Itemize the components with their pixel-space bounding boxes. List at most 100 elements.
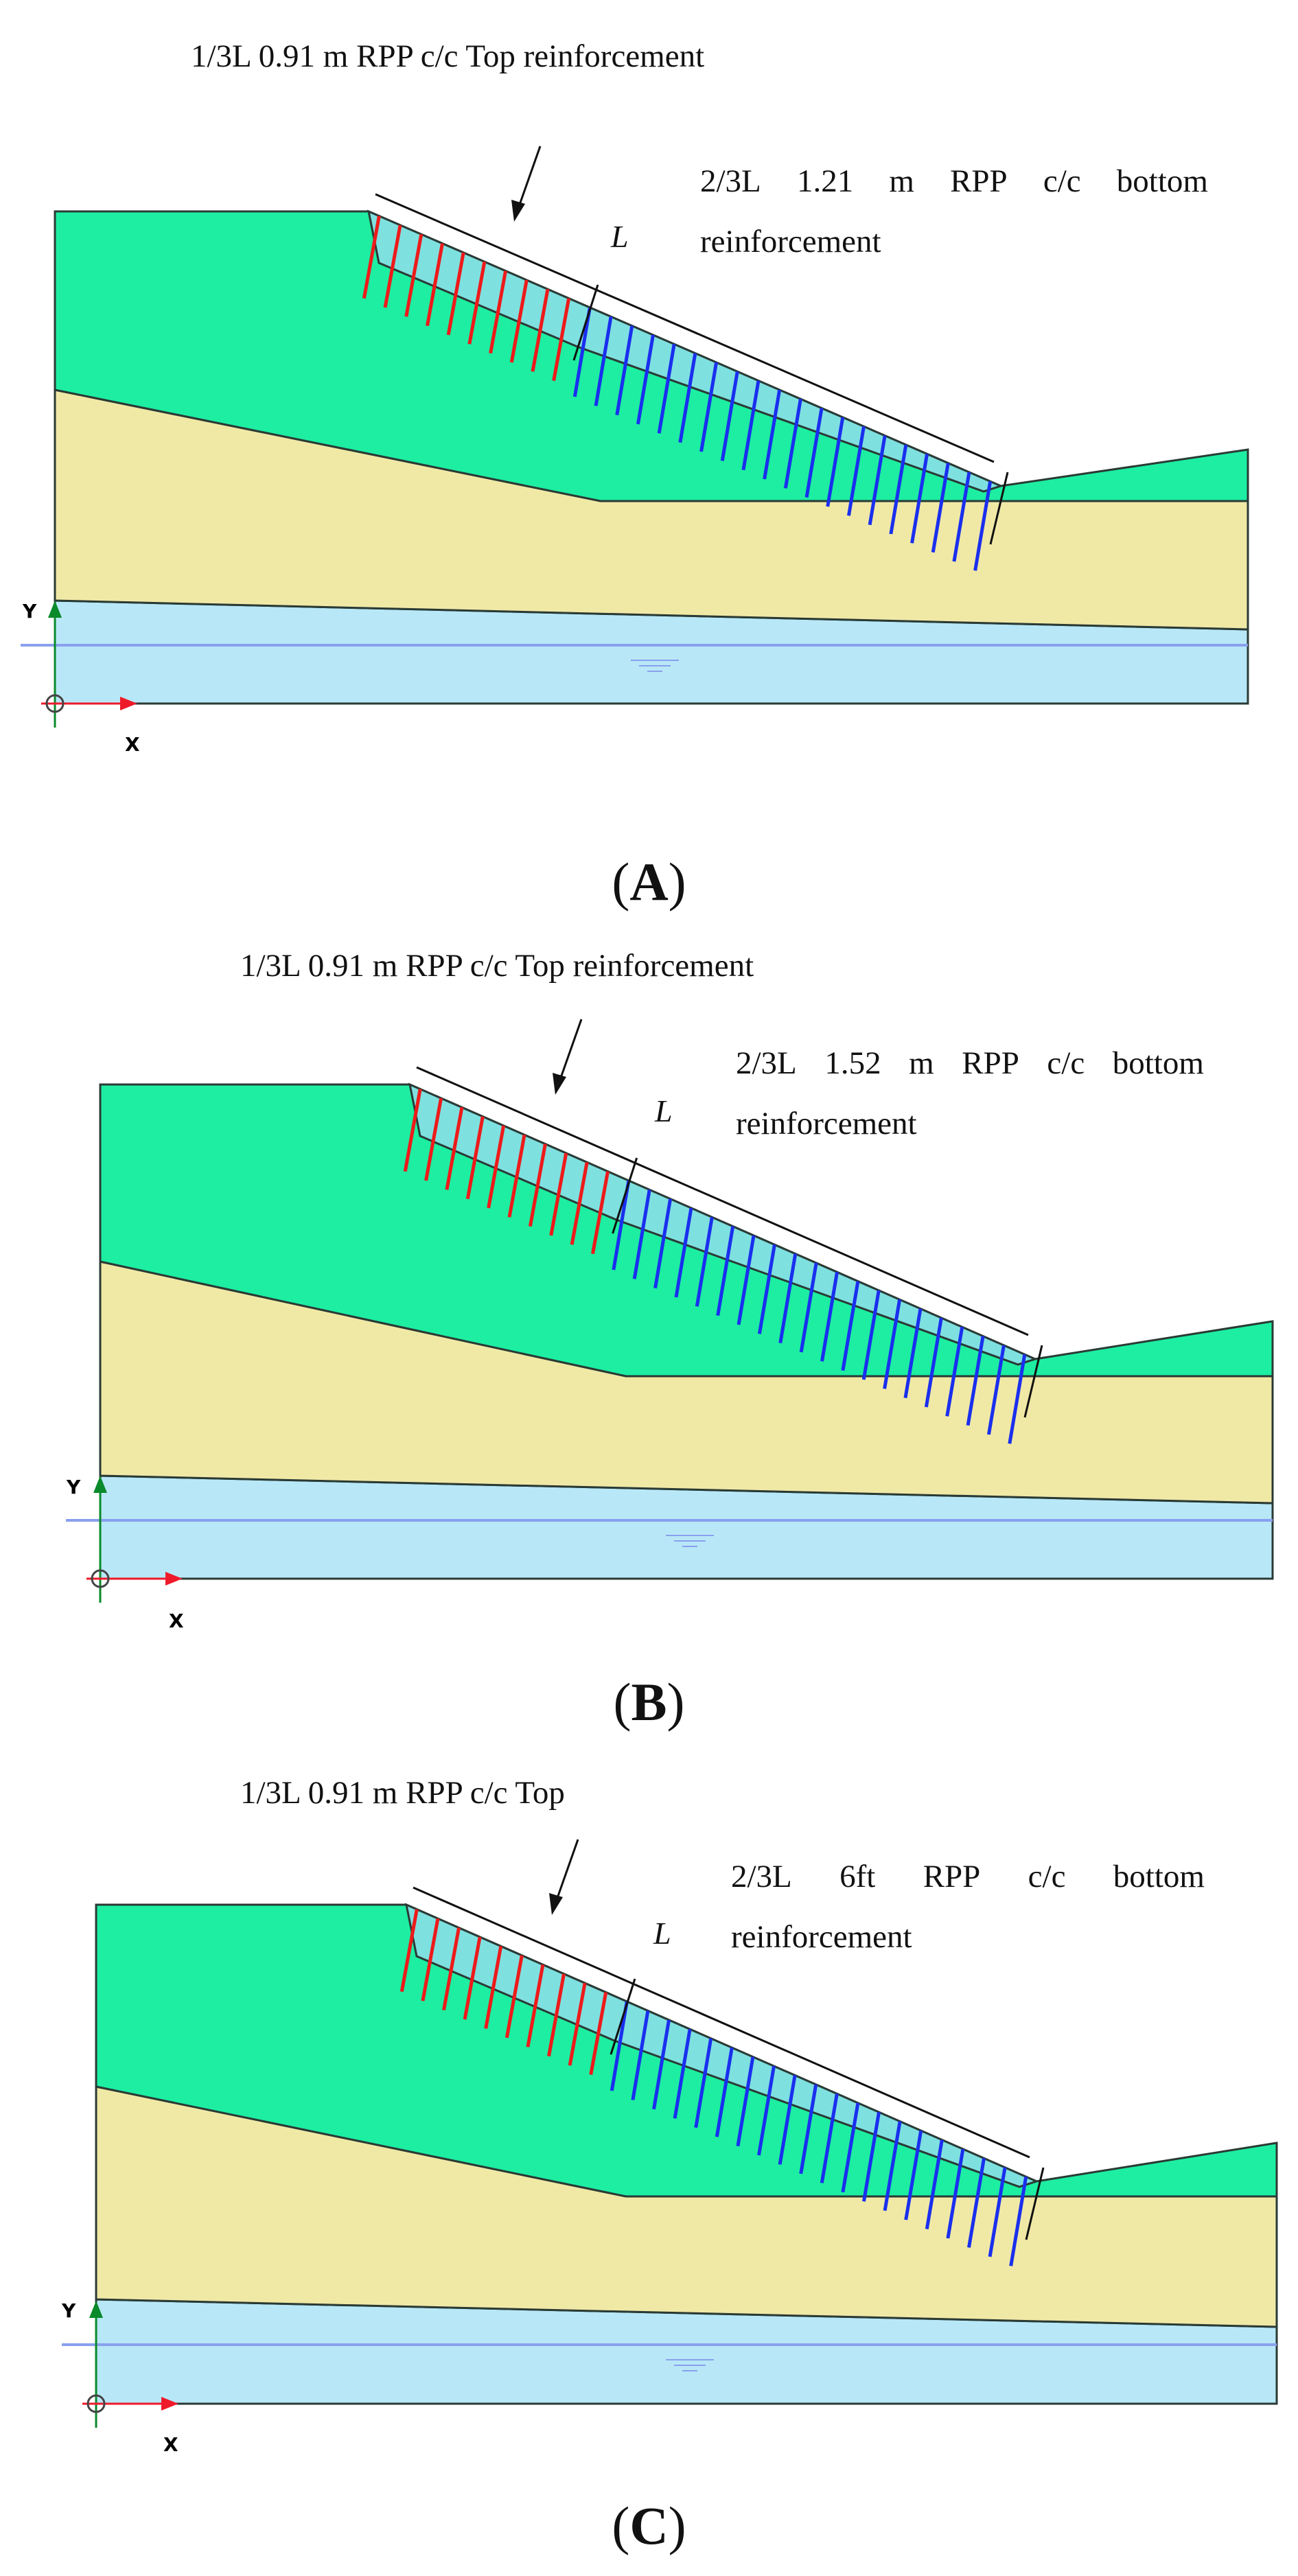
y-axis-arrowhead bbox=[89, 2301, 103, 2318]
slope-diagram bbox=[21, 146, 1249, 728]
third-point-tick bbox=[610, 1978, 636, 2055]
bottom-reinforcement-bar bbox=[931, 463, 950, 553]
top-reinforcement-label: 1/3L 0.91 m RPP c/c Top reinforcement bbox=[240, 948, 754, 984]
third-point-tick bbox=[572, 284, 599, 361]
top-reinforcement-label: 1/3L 0.91 m RPP c/c Top bbox=[240, 1775, 565, 1811]
bottom-reinforcement-bar bbox=[846, 426, 866, 516]
length-mark: L bbox=[611, 219, 629, 254]
bottom-reinforcement-bar bbox=[804, 408, 824, 498]
bottom-reinforcement-bar bbox=[737, 1235, 756, 1325]
bottom-reinforcement-bar bbox=[736, 2056, 755, 2147]
panel-c: 1/3L 0.91 m RPP c/c Top 2/3L 6ft RPP c/c… bbox=[0, 1750, 1298, 2576]
bottom-reinforcement-bar bbox=[868, 435, 887, 526]
pointer-arrowhead bbox=[553, 1073, 566, 1095]
bottom-reinforcement-bar bbox=[757, 2065, 776, 2156]
top-reinforcement-bar bbox=[424, 1098, 443, 1181]
top-reinforcement-bar bbox=[507, 1134, 526, 1218]
bottom-reinforcement-bar bbox=[988, 2167, 1007, 2258]
origin-marker bbox=[91, 1569, 110, 1588]
bottom-reinforcement-bar bbox=[1009, 2176, 1028, 2266]
y-axis-arrowhead bbox=[93, 1476, 107, 1493]
length-mark: L bbox=[655, 1093, 673, 1128]
slope-diagram bbox=[66, 1019, 1274, 1603]
bottom-reinforcement-label: 2/3L 1.52 m RPP c/c bottom reinforcement bbox=[736, 1033, 1204, 1154]
bottom-reinforcement-bar bbox=[862, 2111, 881, 2202]
axis-y-label: Y bbox=[67, 1476, 81, 1498]
top-reinforcement-bar bbox=[425, 243, 444, 327]
top-reinforcement-bar bbox=[487, 1125, 506, 1209]
bottom-reinforcement-bar bbox=[694, 2038, 713, 2128]
axis-y-label: Y bbox=[23, 600, 37, 623]
top-reinforcement-bar bbox=[399, 1909, 419, 1993]
top-reinforcement-bar bbox=[570, 1161, 589, 1245]
pointer-arrow bbox=[556, 1839, 579, 1899]
bottom-reinforcement-bar bbox=[610, 2001, 629, 2091]
top-reinforcement-bar bbox=[568, 1982, 587, 2066]
top-reinforcement-bar bbox=[403, 1089, 422, 1172]
bottom-reinforcement-bar bbox=[673, 2028, 692, 2119]
bottom-label-line1: 2/3L 1.21 m RPP c/c bottom bbox=[700, 163, 1208, 199]
toe-tick bbox=[989, 472, 1009, 545]
y-axis-arrowhead bbox=[48, 601, 62, 618]
pointer-arrowhead bbox=[511, 200, 525, 222]
bottom-label-line2: reinforcement bbox=[736, 1106, 917, 1141]
top-reinforcement-bar bbox=[383, 224, 402, 308]
bottom-reinforcement-bar bbox=[973, 480, 993, 571]
bottom-reinforcement-bar bbox=[910, 453, 929, 544]
bottom-reinforcement-bar bbox=[799, 2084, 818, 2174]
top-reinforcement-bar bbox=[528, 1144, 547, 1227]
length-dimension-line bbox=[413, 1886, 1030, 2159]
top-reinforcement-bar bbox=[484, 1945, 503, 2029]
axis-y-label: Y bbox=[62, 2299, 76, 2322]
third-point-tick bbox=[612, 1157, 638, 1234]
axis-x-label: X bbox=[125, 733, 140, 756]
bottom-reinforcement-bar bbox=[720, 371, 739, 461]
top-reinforcement-bar bbox=[526, 1964, 545, 2047]
top-reinforcement-bar bbox=[442, 1927, 461, 2011]
bottom-reinforcement-bar bbox=[889, 444, 908, 535]
top-reinforcement-bar bbox=[445, 1106, 464, 1190]
bottom-reinforcement-bar bbox=[715, 2047, 734, 2137]
bottom-label-line2: reinforcement bbox=[700, 224, 881, 259]
bottom-reinforcement-bar bbox=[966, 1336, 985, 1426]
axis-x-label: X bbox=[169, 1610, 184, 1632]
top-reinforcement-bar bbox=[509, 279, 529, 363]
bottom-reinforcement-bar bbox=[632, 1189, 651, 1279]
bottom-reinforcement-label: 2/3L 6ft RPP c/c bottom reinforcement bbox=[731, 1846, 1205, 1967]
bottom-reinforcement-bar bbox=[716, 1226, 735, 1316]
top-reinforcement-bar bbox=[505, 1955, 524, 2039]
top-reinforcement-bar bbox=[549, 1152, 568, 1236]
top-reinforcement-bar bbox=[589, 1992, 608, 2076]
bottom-reinforcement-bar bbox=[657, 343, 676, 434]
panel-caption: (C) bbox=[612, 2496, 686, 2555]
top-reinforcement-label: 1/3L 0.91 m RPP c/c Top reinforcement bbox=[191, 38, 705, 74]
bottom-reinforcement-bar bbox=[572, 307, 592, 397]
length-dimension-line bbox=[416, 1066, 1029, 1336]
top-reinforcement-bar bbox=[489, 270, 508, 354]
bottom-reinforcement-bar bbox=[615, 325, 634, 416]
axis-x-label: X bbox=[163, 2433, 178, 2456]
bottom-reinforcement-bar bbox=[778, 1253, 798, 1344]
top-reinforcement-bar bbox=[531, 288, 550, 372]
bottom-reinforcement-bar bbox=[757, 1244, 776, 1334]
bottom-reinforcement-bar bbox=[820, 2093, 839, 2183]
bottom-reinforcement-bar bbox=[741, 380, 761, 471]
toe-tick bbox=[1023, 1345, 1043, 1418]
toe-tick bbox=[1025, 2167, 1045, 2240]
bottom-reinforcement-bar bbox=[861, 1290, 881, 1380]
bottom-reinforcement-label: 2/3L 1.21 m RPP c/c bottom reinforcement bbox=[700, 151, 1208, 272]
slope-diagram bbox=[62, 1839, 1278, 2428]
top-reinforcement-bar bbox=[463, 1936, 482, 2020]
bottom-reinforcement-bar bbox=[612, 1180, 631, 1270]
bottom-reinforcement-bar bbox=[636, 334, 655, 425]
top-reinforcement-bar bbox=[467, 261, 487, 345]
top-reinforcement-bar bbox=[362, 216, 381, 299]
bottom-label-line1: 2/3L 6ft RPP c/c bottom bbox=[731, 1859, 1205, 1894]
pointer-arrowhead bbox=[549, 1893, 563, 1915]
bottom-reinforcement-bar bbox=[952, 472, 971, 562]
pointer-arrow bbox=[559, 1019, 583, 1078]
bottom-reinforcement-bar bbox=[820, 1271, 839, 1362]
bottom-reinforcement-bar bbox=[778, 2075, 797, 2165]
bottom-reinforcement-bar bbox=[799, 1262, 818, 1353]
panel-caption: (A) bbox=[612, 852, 686, 912]
